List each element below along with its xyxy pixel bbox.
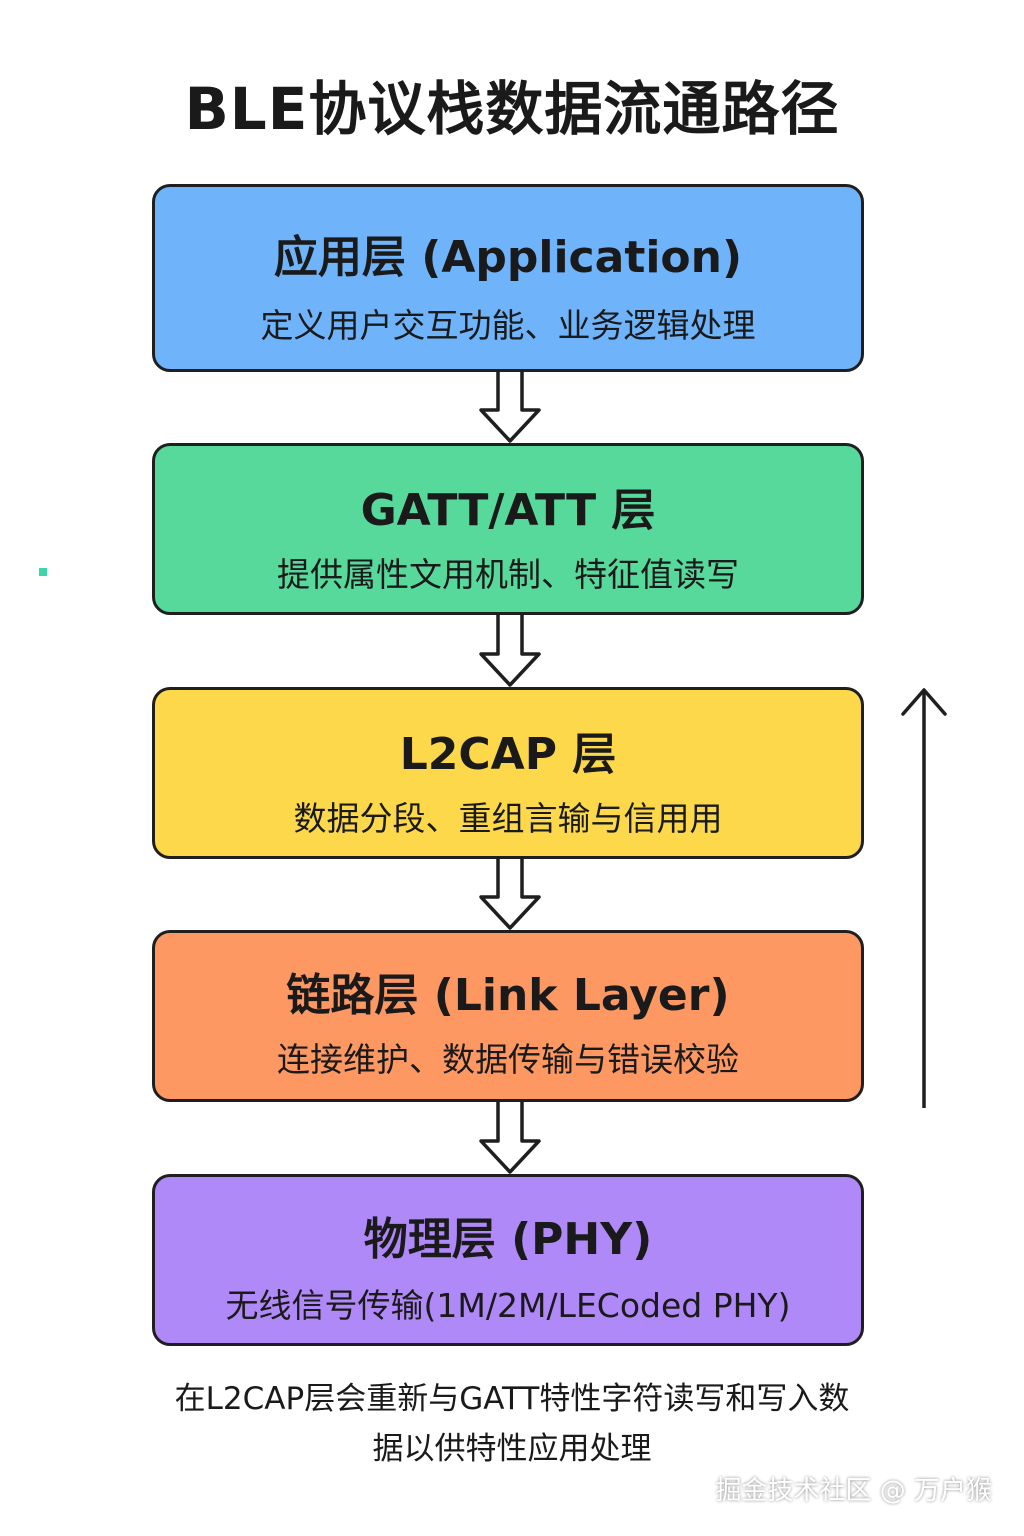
down-arrow-icon xyxy=(479,1102,541,1174)
footnote-line: 据以供特性应用处理 xyxy=(372,1431,652,1467)
watermark: 掘金技术社区 @ 万户猴 xyxy=(715,1476,992,1506)
layer-desc: 连接维护、数据传输与错误校验 xyxy=(277,1040,739,1079)
layer-name: 物理层 (PHY) xyxy=(363,1214,653,1265)
decorative-dot xyxy=(39,568,47,576)
layer-desc: 数据分段、重组言输与信用用 xyxy=(293,799,723,838)
layer-name: L2CAP 层 xyxy=(399,729,617,780)
layer-desc: 提供属性文用机制、特征值读写 xyxy=(277,555,739,594)
layer-desc: 无线信号传输(1M/2M/LECoded PHY) xyxy=(225,1286,791,1325)
layer-desc: 定义用户交互功能、业务逻辑处理 xyxy=(260,306,756,345)
layer-name: GATT/ATT 层 xyxy=(360,485,656,536)
down-arrow-icon xyxy=(479,859,541,930)
layer-phy: 物理层 (PHY) 无线信号传输(1M/2M/LECoded PHY) xyxy=(152,1174,864,1346)
down-arrow-icon xyxy=(479,372,541,443)
down-arrow-icon xyxy=(479,615,541,687)
layer-name: 应用层 (Application) xyxy=(273,232,743,283)
layer-l2cap: L2CAP 层 数据分段、重组言输与信用用 xyxy=(152,687,864,859)
footnote: 在L2CAP层会重新与GATT特性字符读写和写入数 据以供特性应用处理 xyxy=(120,1374,904,1474)
up-arrow-icon xyxy=(901,688,947,1108)
footnote-line: 在L2CAP层会重新与GATT特性字符读写和写入数 xyxy=(174,1381,850,1417)
layer-application: 应用层 (Application) 定义用户交互功能、业务逻辑处理 xyxy=(152,184,864,372)
layer-name: 链路层 (Link Layer) xyxy=(286,970,730,1021)
layer-link-layer: 链路层 (Link Layer) 连接维护、数据传输与错误校验 xyxy=(152,930,864,1102)
layer-gatt-att: GATT/ATT 层 提供属性文用机制、特征值读写 xyxy=(152,443,864,615)
diagram-title: BLE协议栈数据流通路径 xyxy=(184,75,840,143)
